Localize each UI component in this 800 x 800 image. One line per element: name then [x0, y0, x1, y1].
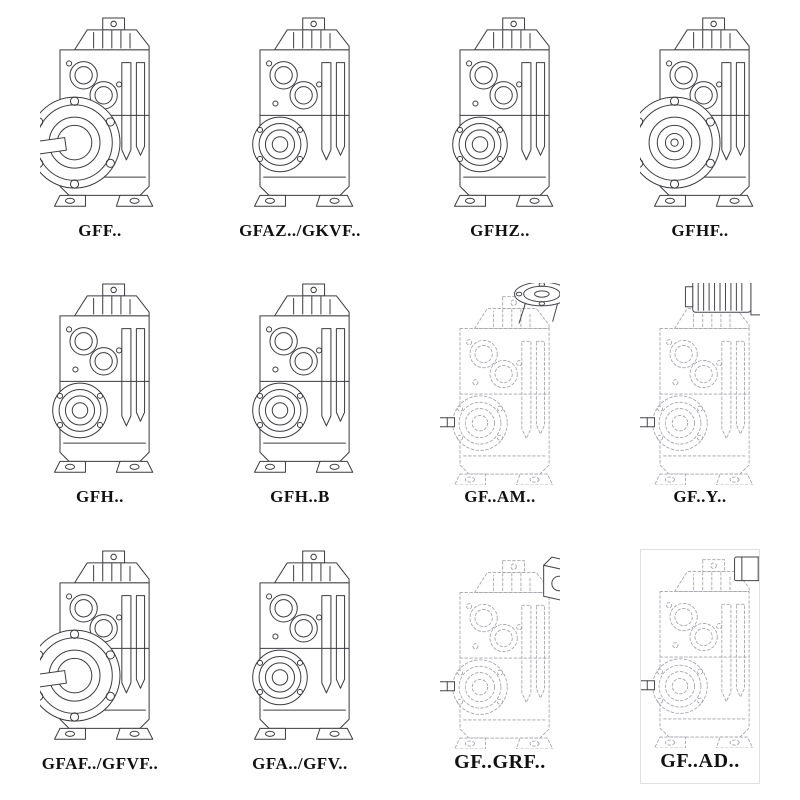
- catalog-cell-gfaz-gkvf: GFAZ../GKVF..: [240, 16, 360, 251]
- technical-drawing: [252, 283, 354, 474]
- gearbox-drawing-gfhz: [440, 16, 560, 219]
- technical-drawing: [640, 282, 760, 486]
- catalog-cell-gfhf: GFHF..: [640, 16, 760, 251]
- technical-drawing: [452, 17, 554, 207]
- model-label: GFH..: [76, 487, 124, 507]
- gearbox-drawing-gfh-b: [240, 283, 360, 486]
- technical-drawing: [252, 550, 354, 740]
- model-label: GFHF..: [671, 220, 729, 240]
- catalog-cell-gff: GFF..: [40, 16, 160, 251]
- catalog-cell-gfa-gfv: GFA../GFV..: [240, 549, 360, 784]
- model-label: GFAF../GFVF..: [41, 753, 159, 773]
- technical-drawing: [40, 550, 154, 740]
- gearbox-drawing-gfa-gfv: [240, 549, 360, 752]
- gearbox-drawing-gf-y: [640, 282, 760, 486]
- catalog-cell-gf-grf: GF..GRF..: [440, 549, 560, 784]
- gearbox-drawing-gfaf-gfvf: [40, 549, 160, 752]
- catalog-cell-gfhz: GFHZ..: [440, 16, 560, 251]
- gearbox-drawing-gf-grf: [440, 549, 560, 749]
- model-label: GFA../GFV..: [252, 753, 348, 773]
- gearbox-drawing-gfaz-gkvf: [240, 16, 360, 219]
- catalog-cell-gf-ad: GF..AD..: [640, 549, 760, 784]
- technical-drawing: [641, 556, 759, 748]
- gearbox-drawing-gf-ad: [641, 550, 759, 748]
- model-label: GFF..: [78, 220, 122, 240]
- technical-drawing: [440, 282, 560, 486]
- model-label: GF..Y..: [673, 487, 727, 507]
- technical-drawing: [40, 17, 154, 207]
- model-label: GF..AM..: [464, 487, 536, 507]
- model-label: GF..GRF..: [454, 750, 546, 773]
- technical-drawing: [440, 556, 560, 749]
- catalog-cell-gfaf-gfvf: GFAF../GFVF..: [40, 549, 160, 784]
- model-label: GFAZ../GKVF..: [240, 220, 360, 240]
- gearbox-drawing-gfhf: [640, 16, 760, 219]
- gearbox-drawing-gf-am: [440, 282, 560, 486]
- technical-drawing: [640, 17, 754, 207]
- catalog-cell-gf-y: GF..Y..: [640, 282, 760, 518]
- model-label: GFH..B: [270, 487, 330, 507]
- gearbox-drawing-gff: [40, 16, 160, 219]
- model-label: GFHZ..: [470, 220, 530, 240]
- catalog-cell-gfh-b: GFH..B: [240, 283, 360, 518]
- catalog-cell-gf-am: GF..AM..: [440, 282, 560, 518]
- model-label: GF..AD..: [660, 749, 740, 772]
- catalog-cell-gfh: GFH..: [40, 283, 160, 518]
- technical-drawing: [52, 283, 154, 474]
- technical-drawing: [252, 17, 354, 207]
- gearbox-drawing-gfh: [40, 283, 160, 486]
